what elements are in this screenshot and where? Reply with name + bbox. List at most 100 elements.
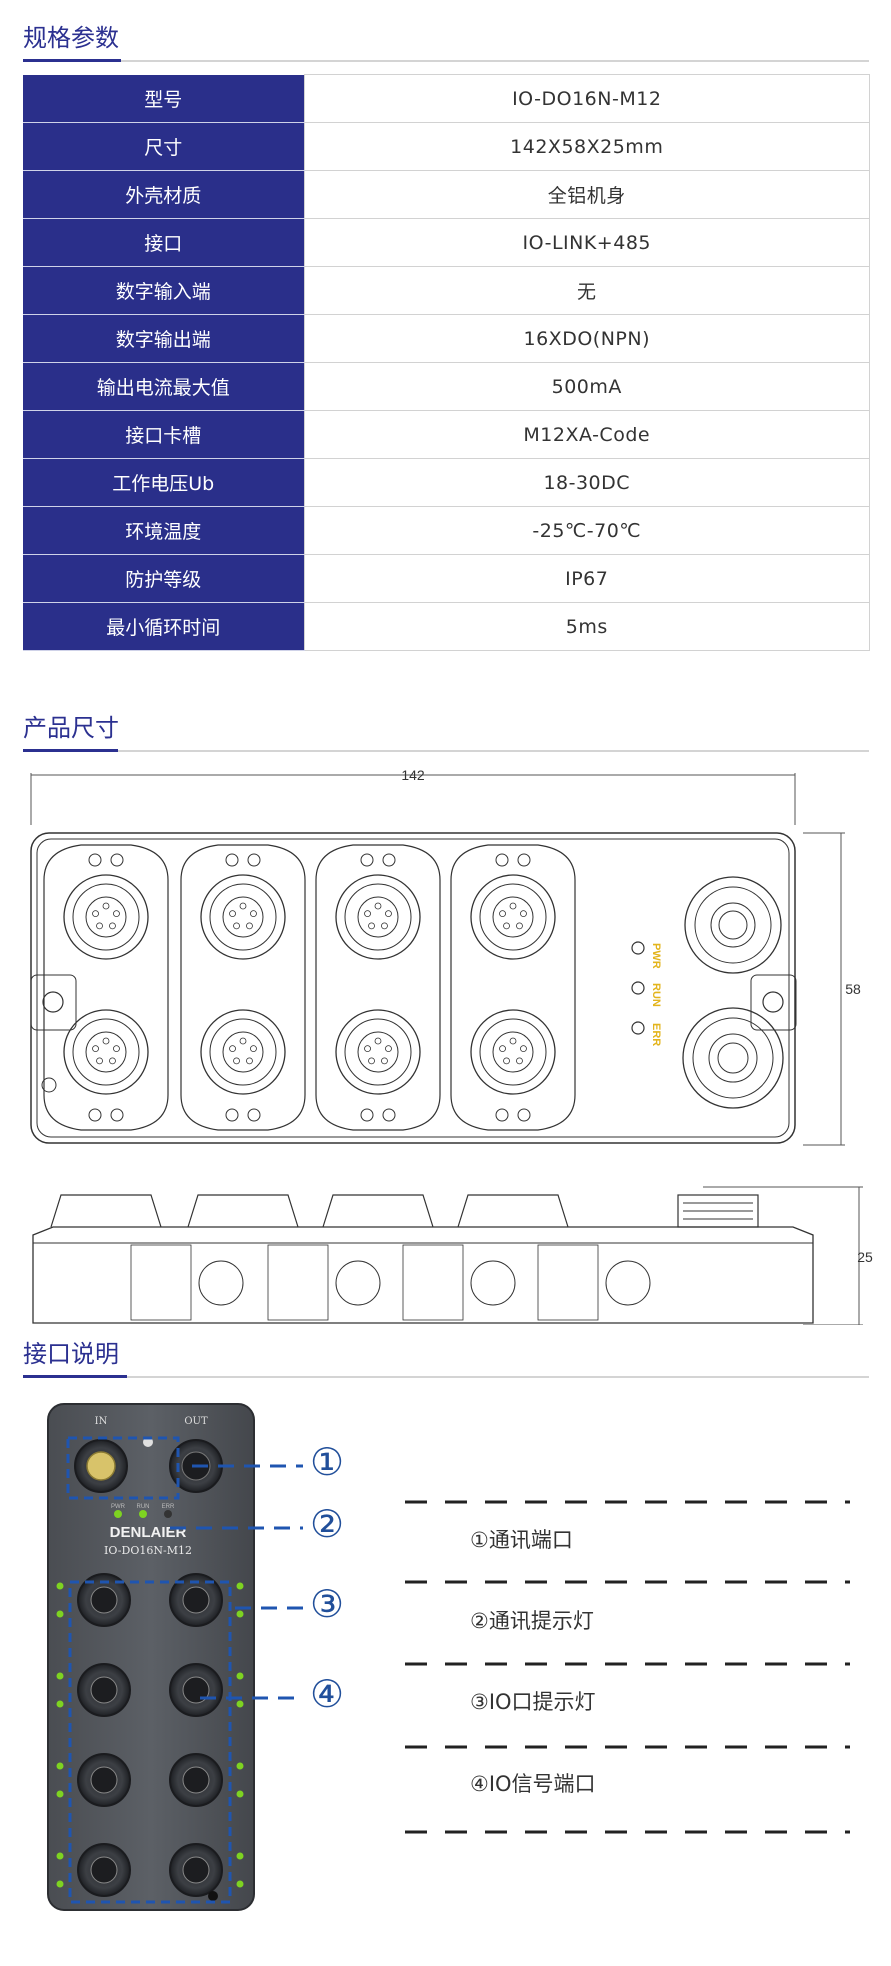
port-pair-outline: [315, 844, 441, 1131]
port-pair-outline: [180, 844, 306, 1131]
spec-row: 外壳材质全铝机身: [23, 170, 870, 219]
spec-row: 环境温度-25℃-70℃: [23, 506, 870, 555]
specs-section-divider: [23, 59, 869, 62]
specs-section-title: 规格参数: [23, 24, 119, 52]
legend-item-comm-port: ①通讯端口: [470, 1528, 573, 1552]
spec-label: 输出电流最大值: [23, 362, 304, 411]
side-pin-diagram: [470, 1260, 516, 1306]
interface-section-divider: [23, 1375, 869, 1378]
spec-value: 18-30DC: [303, 458, 870, 507]
device-illustration: IN OUT PWR RUN ERR DENLAIER IO-DO16N-M12: [46, 1402, 256, 1916]
side-port-cap: [187, 1194, 299, 1228]
spec-label: 外壳材质: [23, 170, 304, 219]
dim-height-label: 58: [845, 981, 861, 997]
spec-value: IO-DO16N-M12: [303, 74, 870, 123]
side-pin-diagram: [335, 1260, 381, 1306]
side-port-cap: [50, 1194, 162, 1228]
device-led-pwr: PWR: [111, 1504, 126, 1510]
device-brand: DENLAIER: [110, 1524, 187, 1541]
led-label-err: ERR: [650, 1023, 662, 1046]
side-port-cap: [322, 1194, 434, 1228]
device-svg: IN OUT PWR RUN ERR DENLAIER IO-DO16N-M12: [47, 1403, 255, 1911]
io-led: [236, 1582, 244, 1590]
legend-item-io-port: ④IO信号端口: [470, 1772, 596, 1796]
led-label-run: RUN: [650, 983, 662, 1007]
dim-width-label: 142: [401, 767, 425, 783]
side-pin-table: [537, 1244, 599, 1321]
side-pin-table: [267, 1244, 329, 1321]
led-label-pwr: PWR: [650, 943, 662, 969]
legend-item-io-led: ③IO口提示灯: [470, 1690, 596, 1714]
spec-label: 型号: [23, 74, 304, 123]
side-view-svg: 25: [32, 1186, 873, 1325]
spec-value: 5ms: [303, 602, 870, 651]
device-led-err: ERR: [162, 1504, 175, 1510]
device-in-label: IN: [95, 1416, 108, 1427]
callout-1: ①: [310, 1440, 345, 1484]
side-pin-table: [130, 1244, 192, 1321]
interface-section-title: 接口说明: [23, 1340, 119, 1368]
io-led: [56, 1672, 64, 1680]
legend-item-comm-led: ②通讯提示灯: [470, 1609, 594, 1633]
spec-value: IP67: [303, 554, 870, 603]
port-pair-outline: [450, 844, 576, 1131]
io-led: [236, 1672, 244, 1680]
dims-section-title: 产品尺寸: [23, 714, 119, 742]
io-led: [56, 1582, 64, 1590]
spec-label: 防护等级: [23, 554, 304, 603]
spec-value: M12XA-Code: [303, 410, 870, 459]
side-pin-diagram: [198, 1260, 244, 1306]
device-out-label: OUT: [184, 1416, 208, 1427]
io-led: [56, 1790, 64, 1798]
spec-label: 工作电压Ub: [23, 458, 304, 507]
spec-label: 最小循环时间: [23, 602, 304, 651]
io-led: [236, 1790, 244, 1798]
io-led: [236, 1610, 244, 1618]
spec-value: IO-LINK+485: [303, 218, 870, 267]
io-led: [236, 1852, 244, 1860]
spec-value: -25℃-70℃: [303, 506, 870, 555]
spec-label: 环境温度: [23, 506, 304, 555]
side-pin-diagram: [605, 1260, 651, 1306]
spec-value: 全铝机身: [303, 170, 870, 219]
io-led: [56, 1762, 64, 1770]
device-model: IO-DO16N-M12: [104, 1544, 192, 1557]
io-led: [236, 1880, 244, 1888]
spec-label: 数字输出端: [23, 314, 304, 363]
io-led: [56, 1610, 64, 1618]
io-led: [56, 1880, 64, 1888]
spec-value: 16XDO(NPN): [303, 314, 870, 363]
io-led: [236, 1700, 244, 1708]
spec-value: 500mA: [303, 362, 870, 411]
spec-label: 尺寸: [23, 122, 304, 171]
side-view-drawing: 25: [23, 1175, 873, 1325]
dim-depth-label: 25: [857, 1249, 873, 1265]
side-port-cap: [457, 1194, 569, 1228]
spec-label: 接口: [23, 218, 304, 267]
spec-label: 接口卡槽: [23, 410, 304, 459]
top-view-svg: 142 58 PWR RUN ERR: [30, 767, 861, 1146]
callout-2: ②: [310, 1502, 345, 1546]
device-led-run: RUN: [137, 1504, 150, 1510]
io-led: [236, 1762, 244, 1770]
io-led: [56, 1852, 64, 1860]
spec-value: 142X58X25mm: [303, 122, 870, 171]
dims-section-divider: [23, 749, 869, 752]
top-view-drawing: 142 58 PWR RUN ERR: [23, 765, 873, 1155]
side-pin-table: [402, 1244, 464, 1321]
callout-4: ④: [310, 1672, 345, 1716]
callout-3: ③: [310, 1582, 345, 1626]
port-pair-outline: [43, 844, 169, 1131]
io-led: [56, 1700, 64, 1708]
